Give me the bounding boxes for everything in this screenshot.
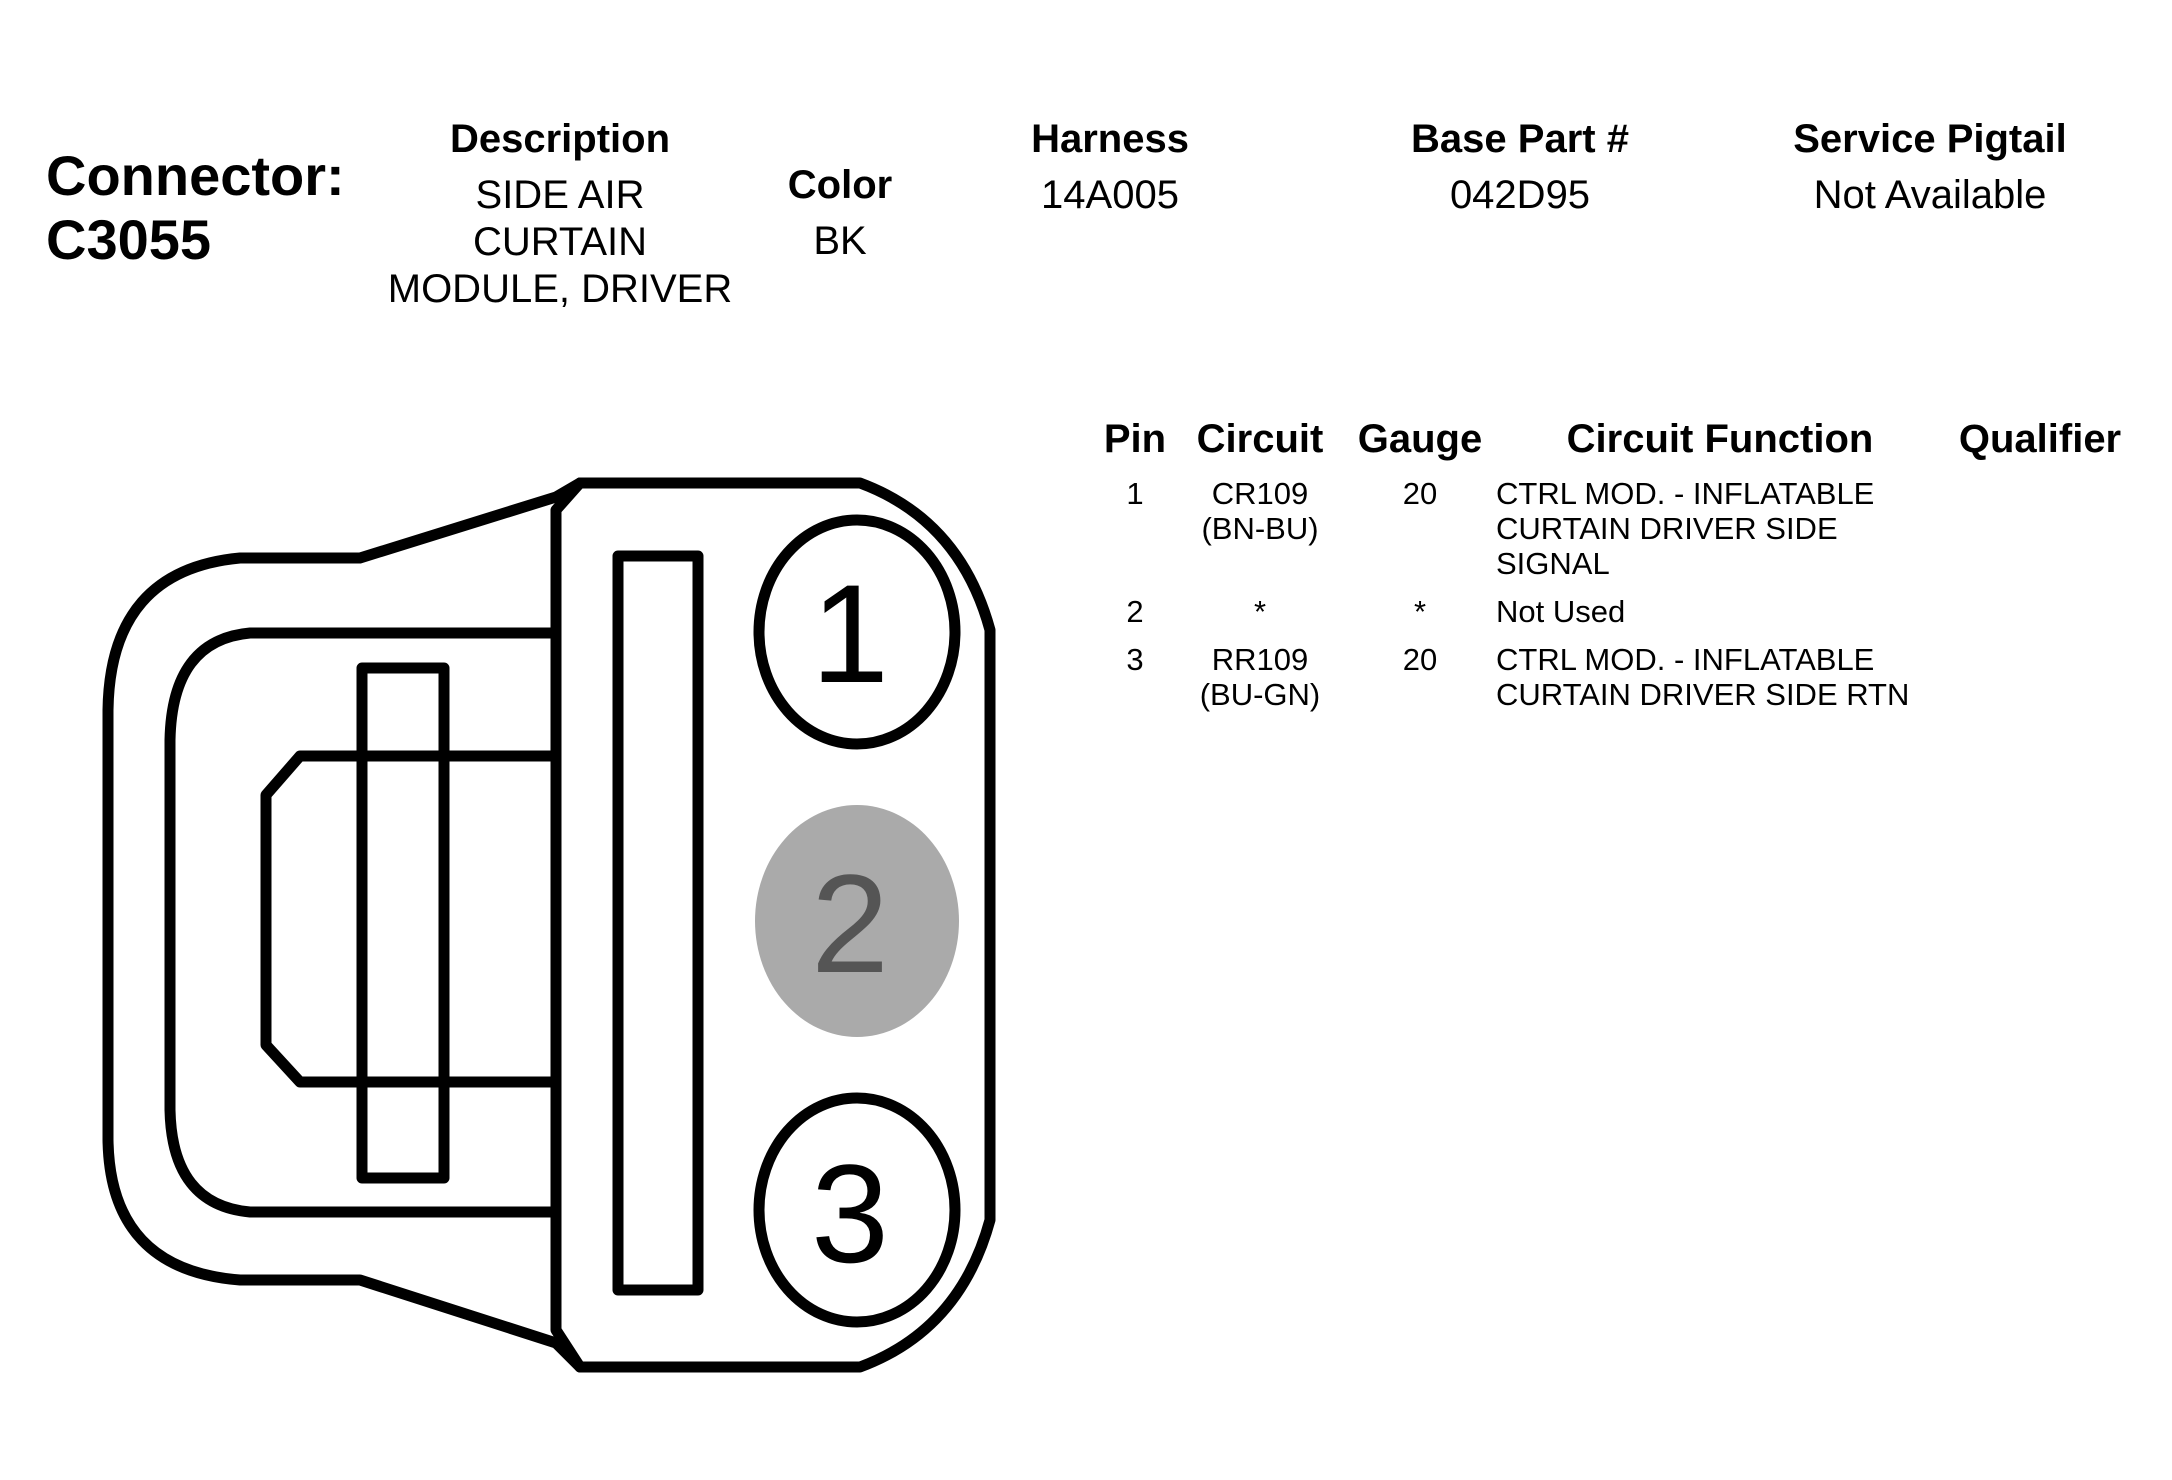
description-line: SIDE AIR [475, 173, 645, 217]
base-part-value: 042D95 [1449, 173, 1591, 217]
description-label: Description [449, 117, 671, 161]
harness-label: Harness [1031, 117, 1189, 161]
circuit-cell: RR109 (BU-GN) [1180, 642, 1340, 712]
color-label: Color [787, 163, 893, 207]
harness-block: Harness 14A005 [990, 116, 1230, 219]
column-header-gauge: Gauge [1357, 417, 1483, 461]
cavity-3-label: 3 [811, 1135, 889, 1292]
column-header-qualifier: Qualifier [1958, 417, 2122, 461]
function-line: CTRL MOD. - INFLATABLE [1496, 476, 1875, 511]
connector-inner-step [550, 477, 586, 1373]
cavity-3-circle [753, 1092, 961, 1328]
circuit-number: RR109 [1211, 642, 1309, 677]
connector-title: Connector: C3055 [46, 144, 345, 272]
function-cell: CTRL MOD. - INFLATABLE CURTAIN DRIVER SI… [1496, 476, 1936, 581]
column-header-circuit: Circuit [1196, 417, 1324, 461]
cavity-3: 3 [753, 1092, 961, 1328]
function-line: CURTAIN DRIVER SIDE RTN [1496, 677, 1910, 712]
cavity-2: 2 [755, 805, 959, 1037]
color-value: BK [813, 219, 867, 263]
base-part-label: Base Part # [1411, 117, 1629, 161]
cavity-1-label: 1 [811, 555, 889, 712]
service-pigtail-value: Not Available [1813, 173, 2047, 217]
function-line: CURTAIN DRIVER SIDE [1496, 511, 1838, 546]
pin-cell: 1 [1126, 476, 1144, 511]
connector-inner-housing [164, 627, 562, 1218]
circuit-cell: * [1180, 594, 1340, 629]
cavity-2-label: 2 [811, 845, 889, 1002]
function-line: CTRL MOD. - INFLATABLE [1496, 642, 1875, 677]
pin-cell: 2 [1126, 594, 1144, 629]
connector-clip [356, 662, 450, 1184]
gauge-cell: * [1413, 594, 1427, 629]
description-block: Description SIDE AIR CURTAIN MODULE, DRI… [370, 116, 750, 313]
gauge-cell: 20 [1402, 476, 1438, 511]
connector-id: C3055 [46, 208, 212, 271]
base-part-block: Base Part # 042D95 [1380, 116, 1660, 219]
pin-cell: 3 [1126, 642, 1144, 677]
connector-outer-body [102, 477, 996, 1373]
connector-face-diagram: 1 2 3 [102, 477, 996, 1373]
function-line: Not Used [1496, 594, 1626, 629]
service-pigtail-label: Service Pigtail [1793, 117, 2067, 161]
color-block: Color BK [760, 162, 920, 265]
connector-label: Connector: [46, 144, 345, 207]
description-line: MODULE, DRIVER [387, 267, 733, 311]
gauge-cell: 20 [1402, 642, 1438, 677]
function-cell: Not Used [1496, 594, 1936, 629]
connector-latch-tab [260, 750, 562, 1088]
circuit-number: * [1253, 594, 1267, 629]
cavity-1-circle [753, 514, 961, 750]
cavity-1: 1 [753, 514, 961, 750]
circuit-number: CR109 [1211, 476, 1309, 511]
function-line: SIGNAL [1496, 546, 1610, 581]
description-line: CURTAIN [472, 220, 648, 264]
function-cell: CTRL MOD. - INFLATABLE CURTAIN DRIVER SI… [1496, 642, 1936, 712]
description-value: SIDE AIR CURTAIN MODULE, DRIVER [370, 172, 750, 313]
connector-lock-bar [612, 550, 704, 1296]
service-pigtail-block: Service Pigtail Not Available [1760, 116, 2100, 219]
harness-value: 14A005 [1041, 173, 1179, 217]
circuit-cell: CR109 (BN-BU) [1180, 476, 1340, 546]
cavity-2-circle [755, 805, 959, 1037]
column-header-circuit-function: Circuit Function [1566, 417, 1874, 461]
circuit-color: (BN-BU) [1201, 511, 1319, 546]
column-header-pin: Pin [1103, 417, 1167, 461]
circuit-color: (BU-GN) [1199, 677, 1321, 712]
